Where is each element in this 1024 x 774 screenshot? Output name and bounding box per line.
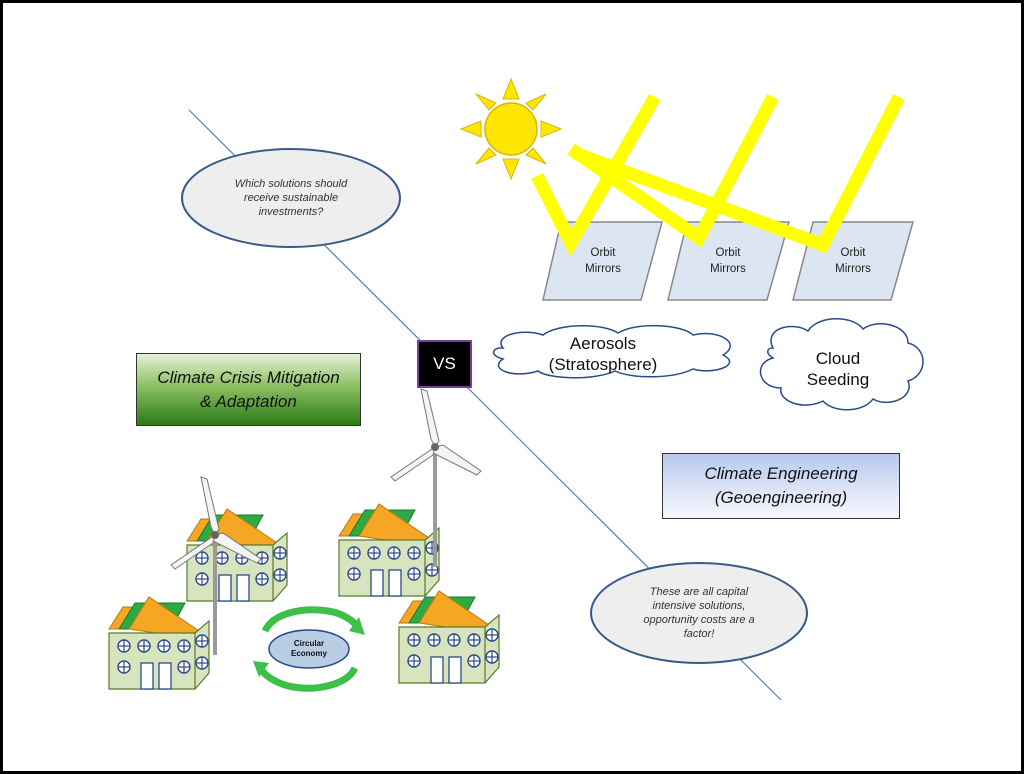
bubble-investments-text: Which solutions should receive sustainab… xyxy=(234,178,348,218)
bubble-capital xyxy=(590,562,808,664)
orbit-mirror-label-2: Orbit Mirrors xyxy=(710,247,746,275)
sun-icon xyxy=(459,77,563,181)
circular-economy-icon xyxy=(253,606,365,692)
bubble-investments xyxy=(181,148,401,248)
mitigation-adaptation-box: Climate Crisis Mitigation & Adaptation xyxy=(136,353,361,426)
light-beams xyxy=(531,93,905,257)
climate-engineering-box: Climate Engineering (Geoengineering) xyxy=(662,453,900,519)
circular-economy-label: Circular Economy xyxy=(290,639,327,658)
vs-box: VS xyxy=(417,340,472,388)
bubble-capital-text: These are all capital intensive solution… xyxy=(643,586,755,640)
cloud-seeding xyxy=(759,318,924,411)
orbit-mirror-label-1: Orbit Mirrors xyxy=(585,247,621,275)
house-icon-2 xyxy=(339,504,439,596)
cloud-aerosols xyxy=(492,324,731,379)
orbit-mirror-label-3: Orbit Mirrors xyxy=(835,247,871,275)
cloud-aerosols-label: Aerosols (Stratosphere) xyxy=(548,334,658,374)
cloud-seeding-label: Cloud Seeding xyxy=(806,349,870,389)
house-icon-3 xyxy=(109,597,209,689)
house-icon-4 xyxy=(399,591,499,683)
diagram-drawing xyxy=(3,77,924,701)
house-icon-1 xyxy=(187,509,287,601)
